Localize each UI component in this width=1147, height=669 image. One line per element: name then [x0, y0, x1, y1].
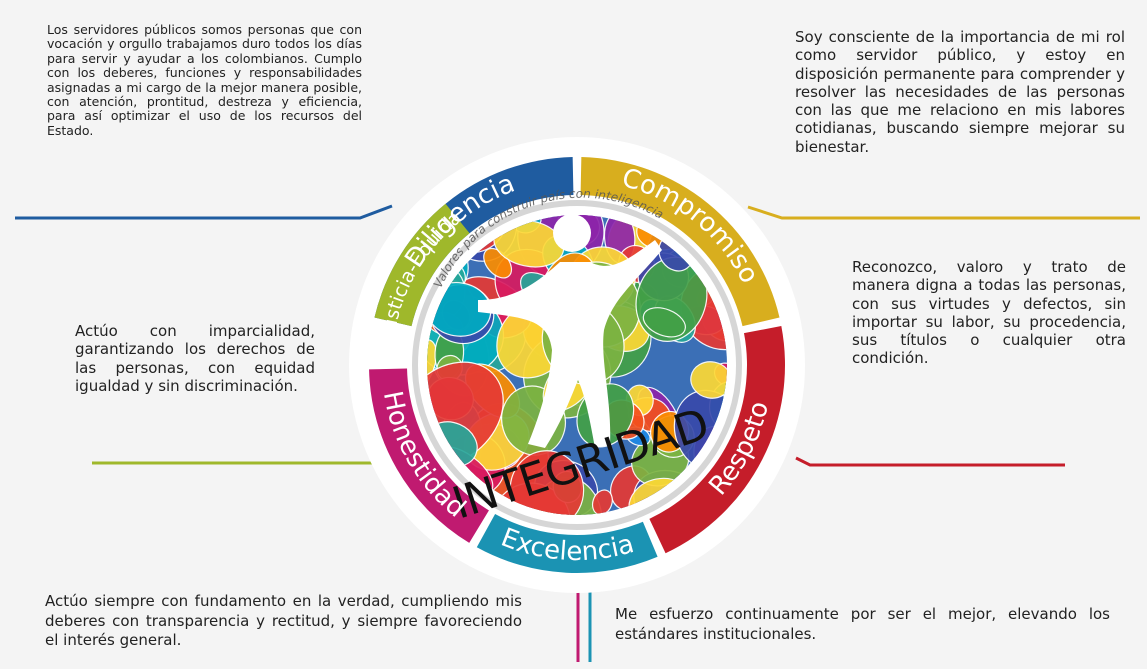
value-ring [369, 157, 785, 574]
honestidad-description: Actúo siempre con fundamento en la verda… [45, 592, 522, 649]
mosaic-piece [690, 361, 727, 399]
connector-respeto [795, 456, 1065, 467]
human-figure-icon [478, 214, 662, 448]
justicia-description: Actúo con imparcialidad, garantizando lo… [75, 322, 315, 395]
connector-diligencia [15, 204, 393, 220]
segment-compromiso [580, 157, 780, 327]
respeto-description: Reconozco, valoro y trato de manera dign… [852, 258, 1126, 368]
mosaic-piece [642, 307, 686, 338]
segment-justicia [374, 203, 470, 327]
connector-compromiso [747, 205, 1140, 220]
excelencia-description: Me esfuerzo continuamente por ser el mej… [615, 605, 1110, 643]
segment-excelencia [476, 513, 658, 574]
segment-honestidad [369, 368, 489, 543]
diligencia-description: Los servidores públicos somos personas q… [47, 22, 362, 138]
compromiso-description: Soy consciente de la importancia de mi r… [795, 28, 1125, 156]
segment-respeto [649, 326, 785, 554]
mosaic-piece [427, 361, 504, 467]
